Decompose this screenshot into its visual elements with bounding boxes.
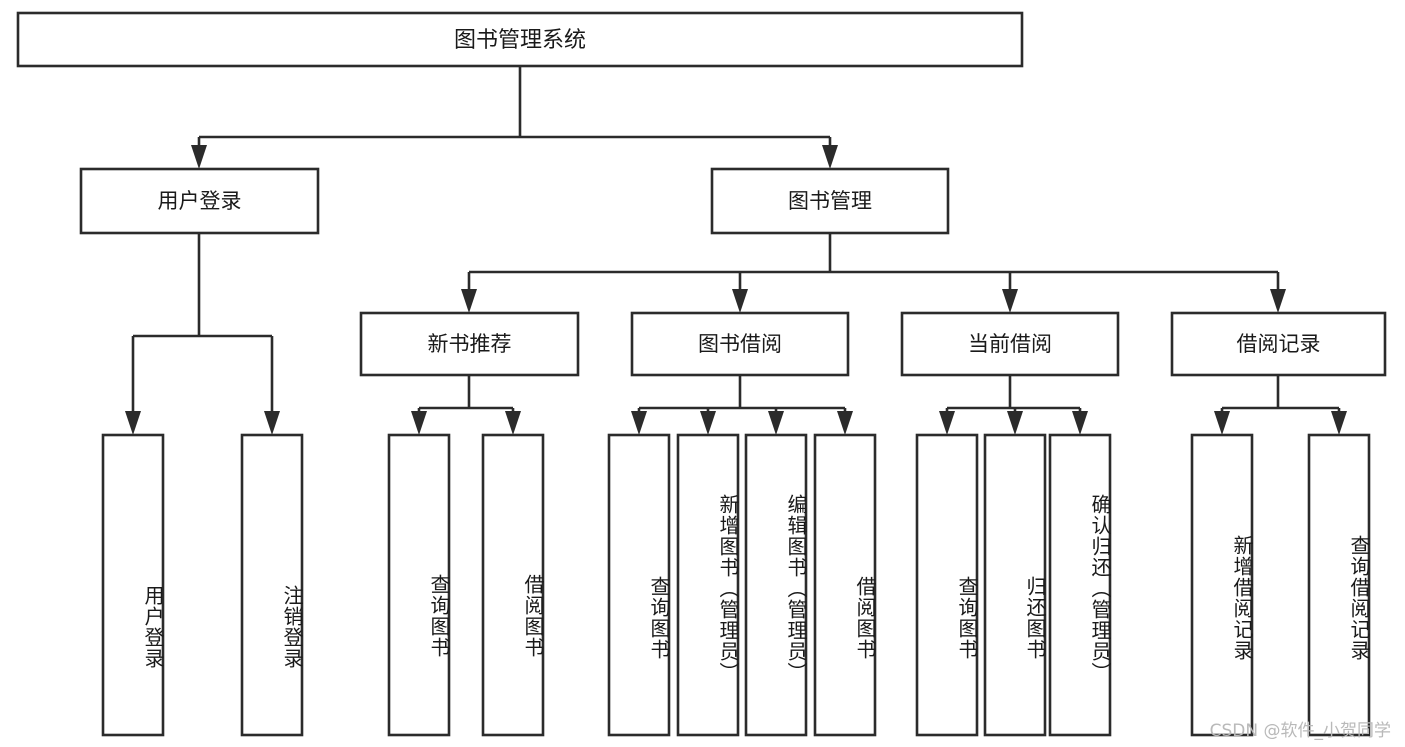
node-user-login-label: 用户登录 (158, 189, 242, 213)
connector-current-borrow-to-leaves (939, 375, 1088, 435)
node-user-login[interactable] (79, 167, 320, 235)
connector-book-manage-to-level3 (461, 233, 1286, 313)
arrow-head-nbr-leaf1 (505, 411, 521, 435)
connector-user-login-to-leaves (125, 233, 280, 435)
leaf-box-borrow-record-0[interactable] (1190, 433, 1254, 737)
arrow-head-bb-leaf1 (700, 411, 716, 435)
arrow-head-cb-leaf0 (939, 411, 955, 435)
node-current-borrow[interactable] (900, 311, 1120, 377)
leaf-box-book-borrow-1[interactable] (676, 433, 740, 737)
leaf-box-book-borrow-3[interactable] (813, 433, 877, 737)
node-borrow-record[interactable] (1170, 311, 1387, 377)
node-book-management-label: 图书管理 (788, 189, 872, 213)
arrow-head-nbr-leaf0 (411, 411, 427, 435)
node-new-book-recommend[interactable] (359, 311, 580, 377)
arrow-head-br-leaf0 (1214, 411, 1230, 435)
arrow-head-new-book-recommend (461, 289, 477, 313)
node-root-book-management-system[interactable] (16, 11, 1024, 68)
arrow-head-book-manage (822, 145, 838, 169)
arrow-head-book-borrow (732, 289, 748, 313)
leaf-box-current-borrow-0[interactable] (915, 433, 979, 737)
leaf-box-borrow-record-1[interactable] (1307, 433, 1371, 737)
node-new-book-recommend-label: 新书推荐 (428, 332, 512, 356)
arrow-head-leaf-user-login (125, 411, 141, 435)
node-book-borrow-label: 图书借阅 (698, 332, 782, 356)
node-root-label: 图书管理系统 (454, 28, 586, 53)
leaf-box-new-book-recommend-1[interactable] (481, 433, 545, 737)
arrow-head-cb-leaf1 (1007, 411, 1023, 435)
leaf-box-user-login-1[interactable] (240, 433, 304, 737)
leaf-box-new-book-recommend-0[interactable] (387, 433, 451, 737)
connector-new-book-recommend-to-leaves (411, 375, 521, 435)
arrow-head-cb-leaf2 (1072, 411, 1088, 435)
node-current-borrow-label: 当前借阅 (968, 332, 1052, 356)
leaf-box-user-login-0[interactable] (101, 433, 165, 737)
leaf-box-book-borrow-0[interactable] (607, 433, 671, 737)
node-book-management[interactable] (710, 167, 950, 235)
arrow-head-leaf-logout (264, 411, 280, 435)
node-book-borrow[interactable] (630, 311, 850, 377)
connector-root-to-level2 (191, 66, 838, 169)
arrow-head-bb-leaf2 (768, 411, 784, 435)
arrow-head-br-leaf1 (1331, 411, 1347, 435)
connector-book-borrow-to-leaves (631, 375, 853, 435)
arrow-head-borrow-record (1270, 289, 1286, 313)
arrow-head-user-login (191, 145, 207, 169)
leaf-box-current-borrow-2[interactable] (1048, 433, 1112, 737)
arrow-head-bb-leaf0 (631, 411, 647, 435)
leaf-box-book-borrow-2[interactable] (744, 433, 808, 737)
arrow-head-current-borrow (1002, 289, 1018, 313)
connector-borrow-record-to-leaves (1214, 375, 1347, 435)
leaf-box-current-borrow-1[interactable] (983, 433, 1047, 737)
node-borrow-record-label: 借阅记录 (1237, 332, 1321, 356)
arrow-head-bb-leaf3 (837, 411, 853, 435)
csdn-watermark: CSDN @软件_小贺同学 (1209, 721, 1391, 741)
